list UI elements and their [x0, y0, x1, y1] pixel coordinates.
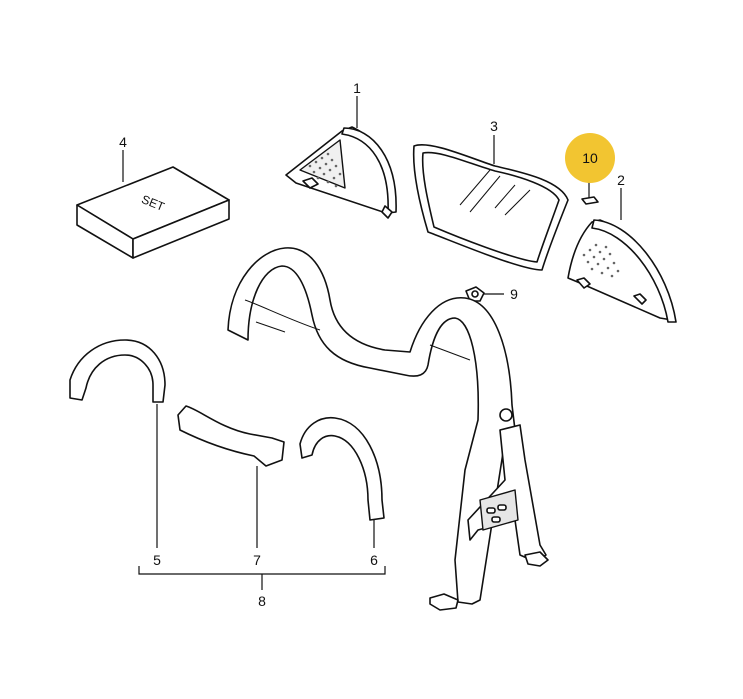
callout-10[interactable]: 10 [582, 150, 598, 166]
part-4-set-box[interactable]: SET [76, 166, 230, 259]
callout-9[interactable]: 9 [510, 286, 518, 302]
callout-10-highlight [565, 133, 615, 183]
part-6-right-trim[interactable] [299, 416, 385, 521]
mesh-pattern [308, 152, 342, 188]
part-1-left-side-panel[interactable] [285, 126, 397, 219]
part-7-center-trim[interactable] [177, 405, 285, 467]
callout-5[interactable]: 5 [153, 552, 161, 568]
callout-1[interactable]: 1 [353, 80, 361, 96]
part-5-left-trim[interactable] [69, 339, 166, 403]
part-10-clip[interactable] [581, 196, 599, 205]
callout-8[interactable]: 8 [258, 593, 266, 609]
leader-8-bracket [138, 566, 386, 575]
leader-lines [122, 96, 622, 590]
part-3-glass-deflector[interactable] [412, 144, 569, 271]
part-2-right-side-panel[interactable] [567, 219, 677, 323]
callout-7[interactable]: 7 [253, 552, 261, 568]
callout-6[interactable]: 6 [370, 552, 378, 568]
mesh-pattern [582, 243, 620, 278]
callout-4[interactable]: 4 [119, 134, 127, 150]
callout-labels: 1 2 3 4 5 6 7 8 9 10 [119, 80, 625, 609]
roll-bar-frame [227, 247, 549, 611]
callout-2[interactable]: 2 [617, 172, 625, 188]
callout-3[interactable]: 3 [490, 118, 498, 134]
